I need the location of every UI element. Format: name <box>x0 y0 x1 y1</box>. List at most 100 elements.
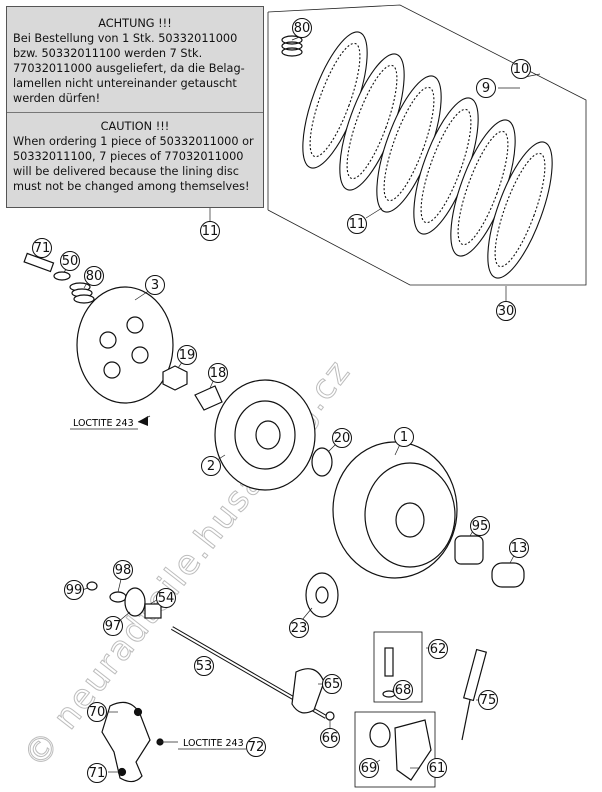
callout-71: 71 <box>87 763 107 783</box>
callout-circle <box>289 618 309 638</box>
nut-and-washer <box>162 365 223 411</box>
svg-text:LOCTITE 243: LOCTITE 243 <box>73 418 134 429</box>
callout-number: 99 <box>66 583 83 598</box>
callout-circle <box>332 428 352 448</box>
callout-72: 72 <box>246 737 266 757</box>
callout-number: 3 <box>151 278 159 293</box>
gasket-and-washer <box>291 668 335 721</box>
callout-71: 71 <box>32 238 52 258</box>
inner-hub <box>214 379 316 491</box>
callout-95: 95 <box>470 516 490 536</box>
callout-number: 75 <box>480 693 497 708</box>
callout-2: 2 <box>201 456 221 476</box>
callout-circle <box>201 456 221 476</box>
callout-number: 1 <box>400 430 408 445</box>
callout-number: 65 <box>324 677 341 692</box>
callout-circle <box>359 758 379 778</box>
callout-circle <box>322 674 342 694</box>
callout-circle <box>428 639 448 659</box>
bleeder-box <box>373 631 423 703</box>
note-de-heading: ACHTUNG !!! <box>98 17 172 30</box>
gear-23 <box>305 572 339 618</box>
callout-number: 68 <box>395 683 412 698</box>
callout-circle <box>393 680 413 700</box>
callout-18: 18 <box>208 363 228 383</box>
callout-circle <box>320 728 340 748</box>
callout-61: 61 <box>427 758 447 778</box>
callout-number: 53 <box>196 659 213 674</box>
callout-80: 80 <box>292 18 312 38</box>
svg-text:LOCTITE 243: LOCTITE 243 <box>183 738 244 749</box>
callout-number: 9 <box>482 81 490 96</box>
callout-62: 62 <box>428 639 448 659</box>
note-en-heading: CAUTION !!! <box>100 120 170 133</box>
bearing-and-bushing <box>454 535 525 588</box>
callout-9: 9 <box>476 78 496 98</box>
warning-note: ACHTUNG !!! Bei Bestellung von 1 Stk. 50… <box>6 6 264 208</box>
callout-circle <box>394 427 414 447</box>
callout-circle <box>511 59 531 79</box>
callout-number: 20 <box>334 431 351 446</box>
callout-65: 65 <box>322 674 342 694</box>
callout-circle <box>32 238 52 258</box>
callout-number: 18 <box>210 366 227 381</box>
callout-circle <box>292 18 312 38</box>
callout-circle <box>509 538 529 558</box>
callout-11: 11 <box>347 214 367 234</box>
release-cover <box>101 701 164 783</box>
callout-80: 80 <box>84 266 104 286</box>
callout-97: 97 <box>103 616 123 636</box>
callout-circle <box>347 214 367 234</box>
callout-number: 72 <box>248 740 265 755</box>
callout-circle <box>87 763 107 783</box>
callout-69: 69 <box>359 758 379 778</box>
callout-number: 71 <box>34 241 51 256</box>
callout-circle <box>145 275 165 295</box>
bolt-washer-spring <box>23 252 95 304</box>
callout-66: 66 <box>320 728 340 748</box>
callout-68: 68 <box>393 680 413 700</box>
callout-circle <box>246 737 266 757</box>
callout-circle <box>64 580 84 600</box>
callout-98: 98 <box>113 560 133 580</box>
callout-3: 3 <box>145 275 165 295</box>
callout-circle <box>208 363 228 383</box>
callout-number: 23 <box>291 621 308 636</box>
callout-number: 2 <box>207 459 215 474</box>
callout-circle <box>427 758 447 778</box>
callout-circle <box>470 516 490 536</box>
callout-13: 13 <box>509 538 529 558</box>
callout-number: 66 <box>322 731 339 746</box>
callout-19: 19 <box>177 345 197 365</box>
callout-53: 53 <box>194 656 214 676</box>
syringe-tool <box>461 648 488 741</box>
callout-number: 97 <box>105 619 122 634</box>
note-de-text: Bei Bestellung von 1 Stk. 50332011000 bz… <box>13 32 245 105</box>
callout-30: 30 <box>496 301 516 321</box>
callout-circle <box>103 616 123 636</box>
callout-number: 50 <box>62 254 79 269</box>
callout-number: 80 <box>294 21 311 36</box>
callout-circle <box>200 221 220 241</box>
callout-circle <box>60 251 80 271</box>
callout-99: 99 <box>64 580 84 600</box>
callout-75: 75 <box>478 690 498 710</box>
slave-cylinder-box <box>354 711 436 788</box>
callout-circle <box>87 702 107 722</box>
pressure-plate <box>76 286 174 404</box>
clutch-discs <box>302 31 553 279</box>
callout-number: 71 <box>89 766 106 781</box>
callout-circle <box>84 266 104 286</box>
callout-number: 19 <box>179 348 196 363</box>
callout-number: 11 <box>202 224 219 239</box>
callout-11: 11 <box>200 221 220 241</box>
disc-pack-group <box>267 4 587 286</box>
outer-basket <box>332 441 458 579</box>
callout-circle <box>496 301 516 321</box>
washer-20 <box>311 447 333 477</box>
callout-number: 80 <box>86 269 103 284</box>
note-en-text: When ordering 1 piece of 50332011000 or … <box>13 135 254 193</box>
callout-50: 50 <box>60 251 80 271</box>
callout-number: 98 <box>115 563 132 578</box>
